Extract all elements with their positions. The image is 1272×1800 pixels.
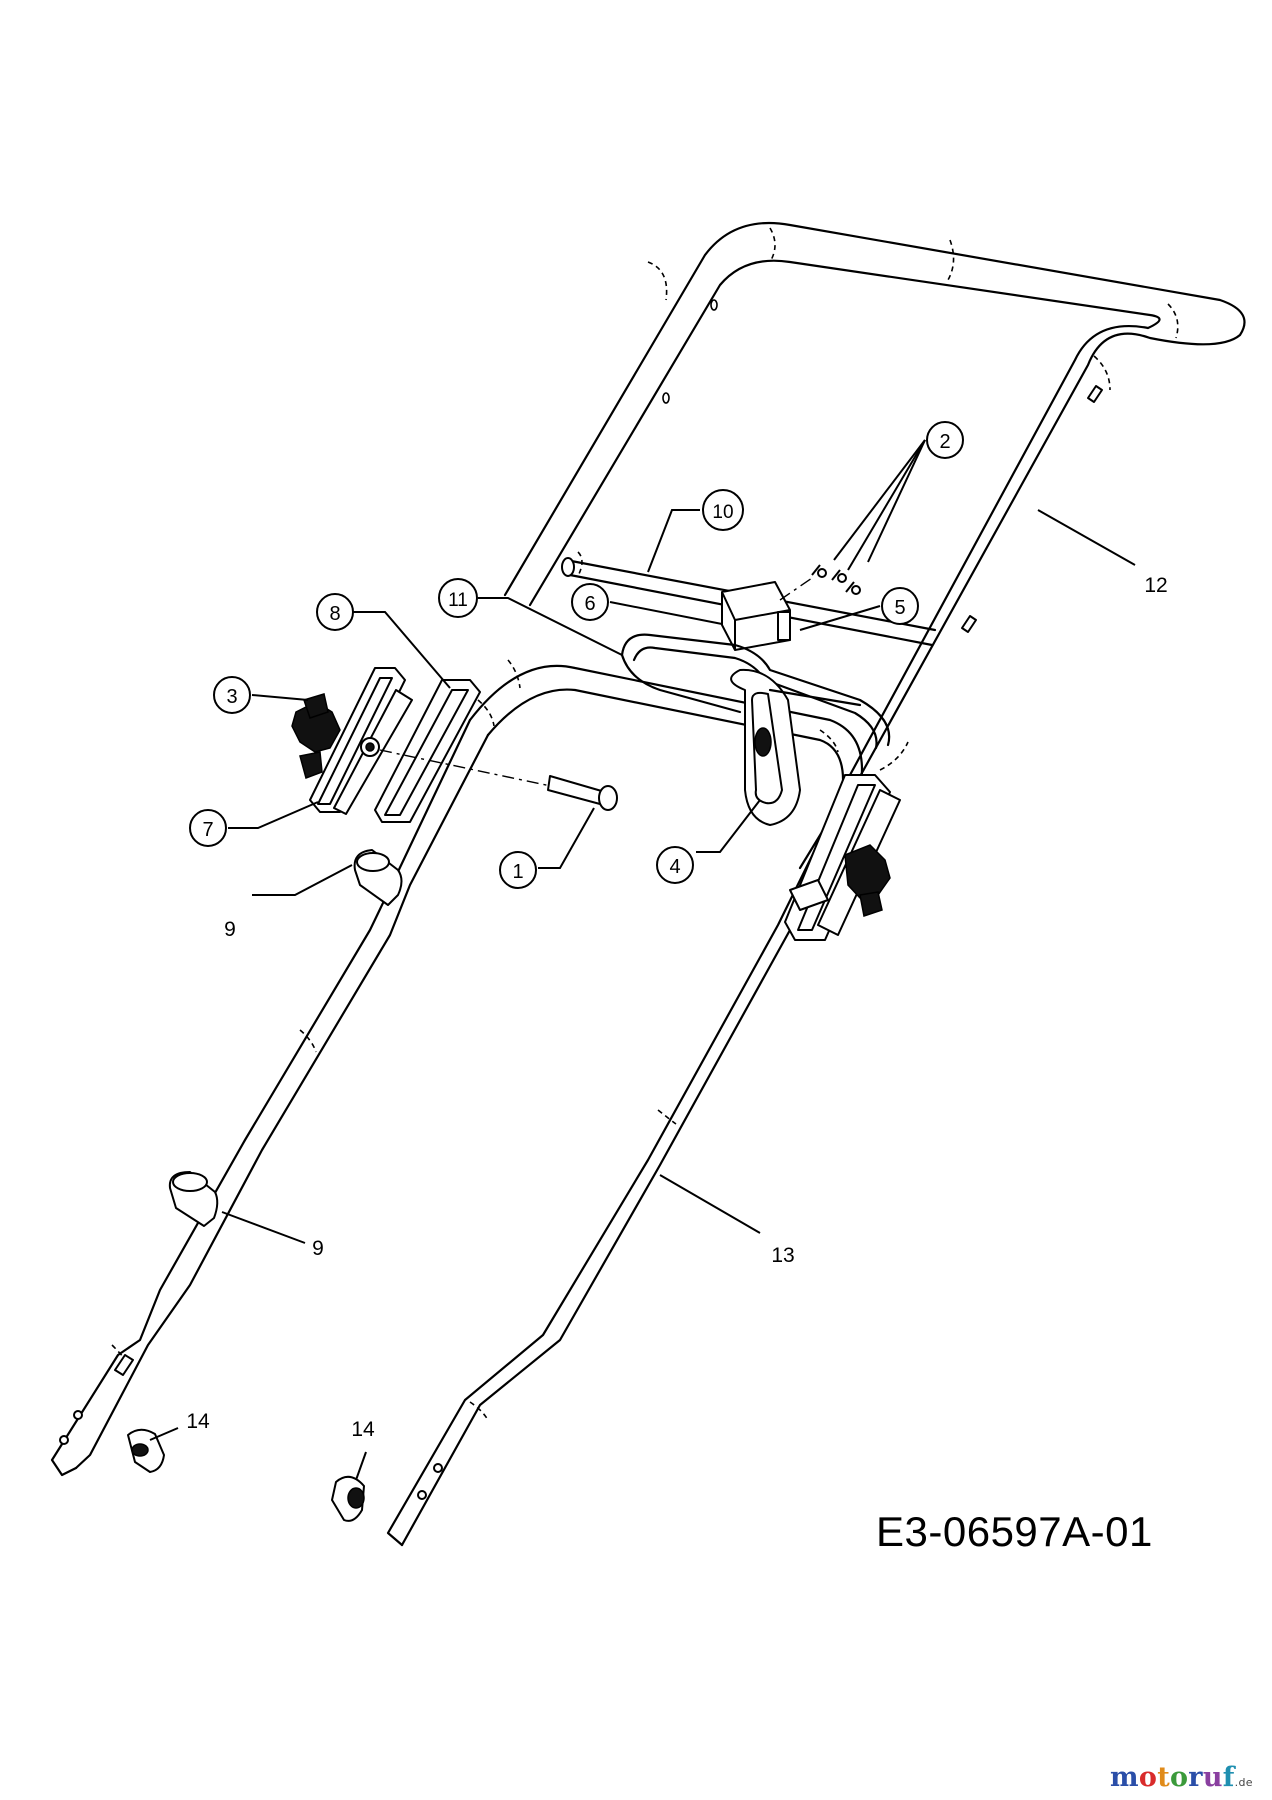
- logo-letter: r: [1188, 1762, 1203, 1793]
- callout-label: 6: [584, 593, 595, 615]
- small-clips: [127, 1428, 365, 1522]
- callout-11: 11: [438, 578, 478, 618]
- logo-letter: t: [1157, 1762, 1170, 1793]
- callout-label: 4: [669, 856, 680, 878]
- drawing-code: E3-06597A-01: [876, 1508, 1153, 1555]
- cable-roller: [730, 668, 862, 826]
- callout-6: 6: [571, 583, 609, 621]
- callout-8: 8: [316, 593, 354, 631]
- callout-label: 3: [226, 686, 237, 708]
- callout-10: 10: [702, 489, 744, 531]
- quick-release-right: [784, 774, 901, 941]
- callout-label: 1: [512, 861, 523, 883]
- lower-handle: [50, 659, 864, 1547]
- callout-label: 11: [448, 590, 468, 611]
- callout-1: 1: [499, 851, 537, 889]
- callout-label: 10: [712, 502, 733, 523]
- logo-tld: .de: [1234, 1776, 1253, 1789]
- callout-2: 2: [926, 421, 964, 459]
- screws: [779, 564, 861, 601]
- callout-label: 8: [329, 603, 340, 625]
- callout-14-right: 14: [351, 1418, 375, 1441]
- callout-label: 7: [202, 819, 213, 841]
- callout-9-upper: 9: [224, 918, 236, 941]
- leader-lines: [149, 439, 1136, 1481]
- logo-letter: m: [1110, 1762, 1139, 1793]
- callout-14-left: 14: [186, 1410, 210, 1433]
- callout-label: 5: [894, 597, 905, 619]
- cable-clips: [168, 849, 403, 1227]
- callout-9-lower: 9: [312, 1237, 324, 1260]
- callout-5: 5: [881, 587, 919, 625]
- callout-12: 12: [1144, 574, 1167, 597]
- callout-3: 3: [213, 676, 251, 714]
- logo-letter: o: [1138, 1762, 1158, 1793]
- cable-clip: [721, 581, 791, 651]
- callout-7: 7: [189, 809, 227, 847]
- watermark-logo: motoruf.de: [1110, 1762, 1253, 1793]
- callout-label: 2: [939, 431, 950, 453]
- safety-bail: [620, 633, 891, 750]
- quick-release-left: [291, 667, 618, 823]
- logo-letter: o: [1169, 1762, 1189, 1793]
- logo-letter: u: [1202, 1762, 1223, 1793]
- logo-letter: f: [1222, 1762, 1235, 1793]
- callout-13: 13: [771, 1244, 794, 1267]
- upper-handle: [503, 221, 1246, 872]
- callout-4: 4: [656, 846, 694, 884]
